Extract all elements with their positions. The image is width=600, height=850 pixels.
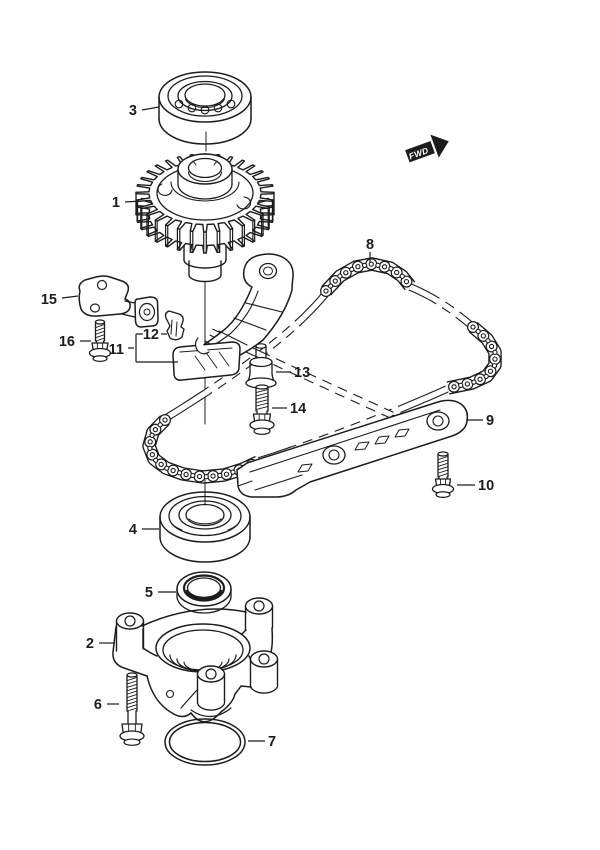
callout-7: 7 [248, 734, 276, 750]
callout-3-label: 3 [129, 103, 137, 119]
callout-1-leader [124, 200, 142, 203]
callout-3-leader [141, 106, 160, 111]
callout-11-label: 11 [109, 342, 124, 358]
guide-bolt [431, 451, 455, 498]
callout-2-label: 2 [86, 636, 94, 652]
callout-15-leader [61, 295, 79, 299]
callout-9-label: 9 [486, 413, 494, 429]
chain-guide-curved [172, 253, 294, 381]
callout-5: 5 [145, 585, 176, 601]
callout-13-label: 13 [294, 365, 310, 381]
callout-14: 14 [272, 401, 306, 417]
callout-4: 4 [129, 522, 159, 538]
callout-11-leader [128, 333, 178, 363]
callouts: 1 2 3 4 5 6 7 8 [41, 103, 494, 750]
callout-11: 11 [109, 333, 178, 363]
callout-12: 12 [143, 327, 167, 343]
callout-6-label: 6 [94, 697, 102, 713]
chain-tensioner [78, 275, 159, 328]
callout-3: 3 [129, 103, 160, 119]
callout-6: 6 [94, 697, 119, 713]
callout-7-label: 7 [268, 734, 276, 750]
callout-13: 13 [276, 365, 310, 381]
camshaft-timing-gear [135, 153, 275, 283]
upper-ball-bearing [158, 71, 252, 145]
guide-clip [164, 310, 185, 341]
callout-14-label: 14 [290, 401, 306, 417]
callout-12-label: 12 [143, 327, 159, 343]
bearing-housing [112, 597, 279, 723]
callout-10: 10 [457, 478, 494, 494]
callout-1-label: 1 [112, 195, 120, 211]
callout-8-label: 8 [366, 237, 374, 253]
timing-chain [142, 257, 502, 484]
callout-9: 9 [466, 413, 494, 429]
o-ring [164, 718, 246, 766]
callout-15-label: 15 [41, 292, 57, 308]
fwd-badge-body [405, 140, 435, 163]
fwd-arrow-icon [430, 134, 449, 158]
callout-2: 2 [86, 636, 115, 652]
callout-4-label: 4 [129, 522, 137, 538]
fwd-badge-divider [428, 134, 439, 159]
oil-seal [176, 571, 232, 614]
chain-guide-lower [236, 399, 469, 498]
callout-10-label: 10 [478, 478, 494, 494]
callout-8: 8 [366, 237, 374, 262]
callout-1: 1 [112, 195, 142, 211]
tensioner-bolt [88, 319, 112, 362]
callout-16: 16 [59, 334, 91, 350]
callout-5-label: 5 [145, 585, 153, 601]
guide-stud-bolt [249, 384, 275, 435]
callout-16-label: 16 [59, 334, 75, 350]
callout-15: 15 [41, 292, 79, 308]
housing-bolt [119, 672, 145, 746]
